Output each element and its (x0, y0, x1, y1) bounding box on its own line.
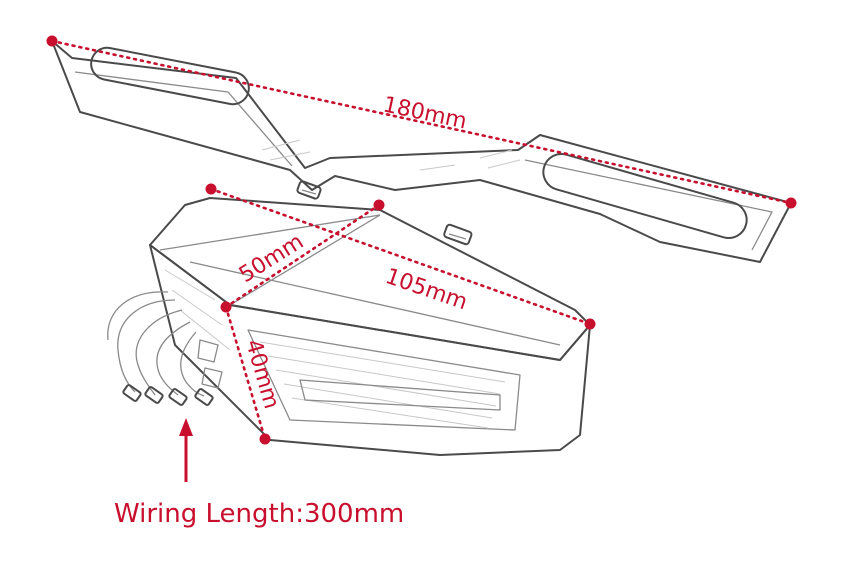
dimension-line-50 (224, 203, 381, 309)
dimension-point (373, 199, 385, 211)
dimension-point (785, 197, 797, 209)
plate-bracket (51, 40, 792, 263)
dimension-label-180: 180mm (381, 92, 469, 134)
dimension-point (584, 318, 596, 330)
wiring-bundle (107, 291, 223, 406)
dimension-point (259, 433, 271, 445)
light-housing (149, 197, 591, 456)
dimension-line-180 (50, 39, 793, 205)
dimension-point (220, 301, 232, 313)
dimension-point (205, 183, 217, 195)
wiring-arrow (179, 418, 193, 482)
left-mount-screw (296, 180, 322, 200)
dimension-line-105 (209, 187, 592, 326)
right-mount-screw (443, 223, 473, 246)
dimension-point (46, 35, 58, 47)
right-mounting-slot (542, 153, 748, 239)
wiring-length-label: Wiring Length:300mm (114, 499, 404, 529)
left-mounting-slot (90, 46, 250, 106)
dimension-line-40 (224, 305, 267, 441)
